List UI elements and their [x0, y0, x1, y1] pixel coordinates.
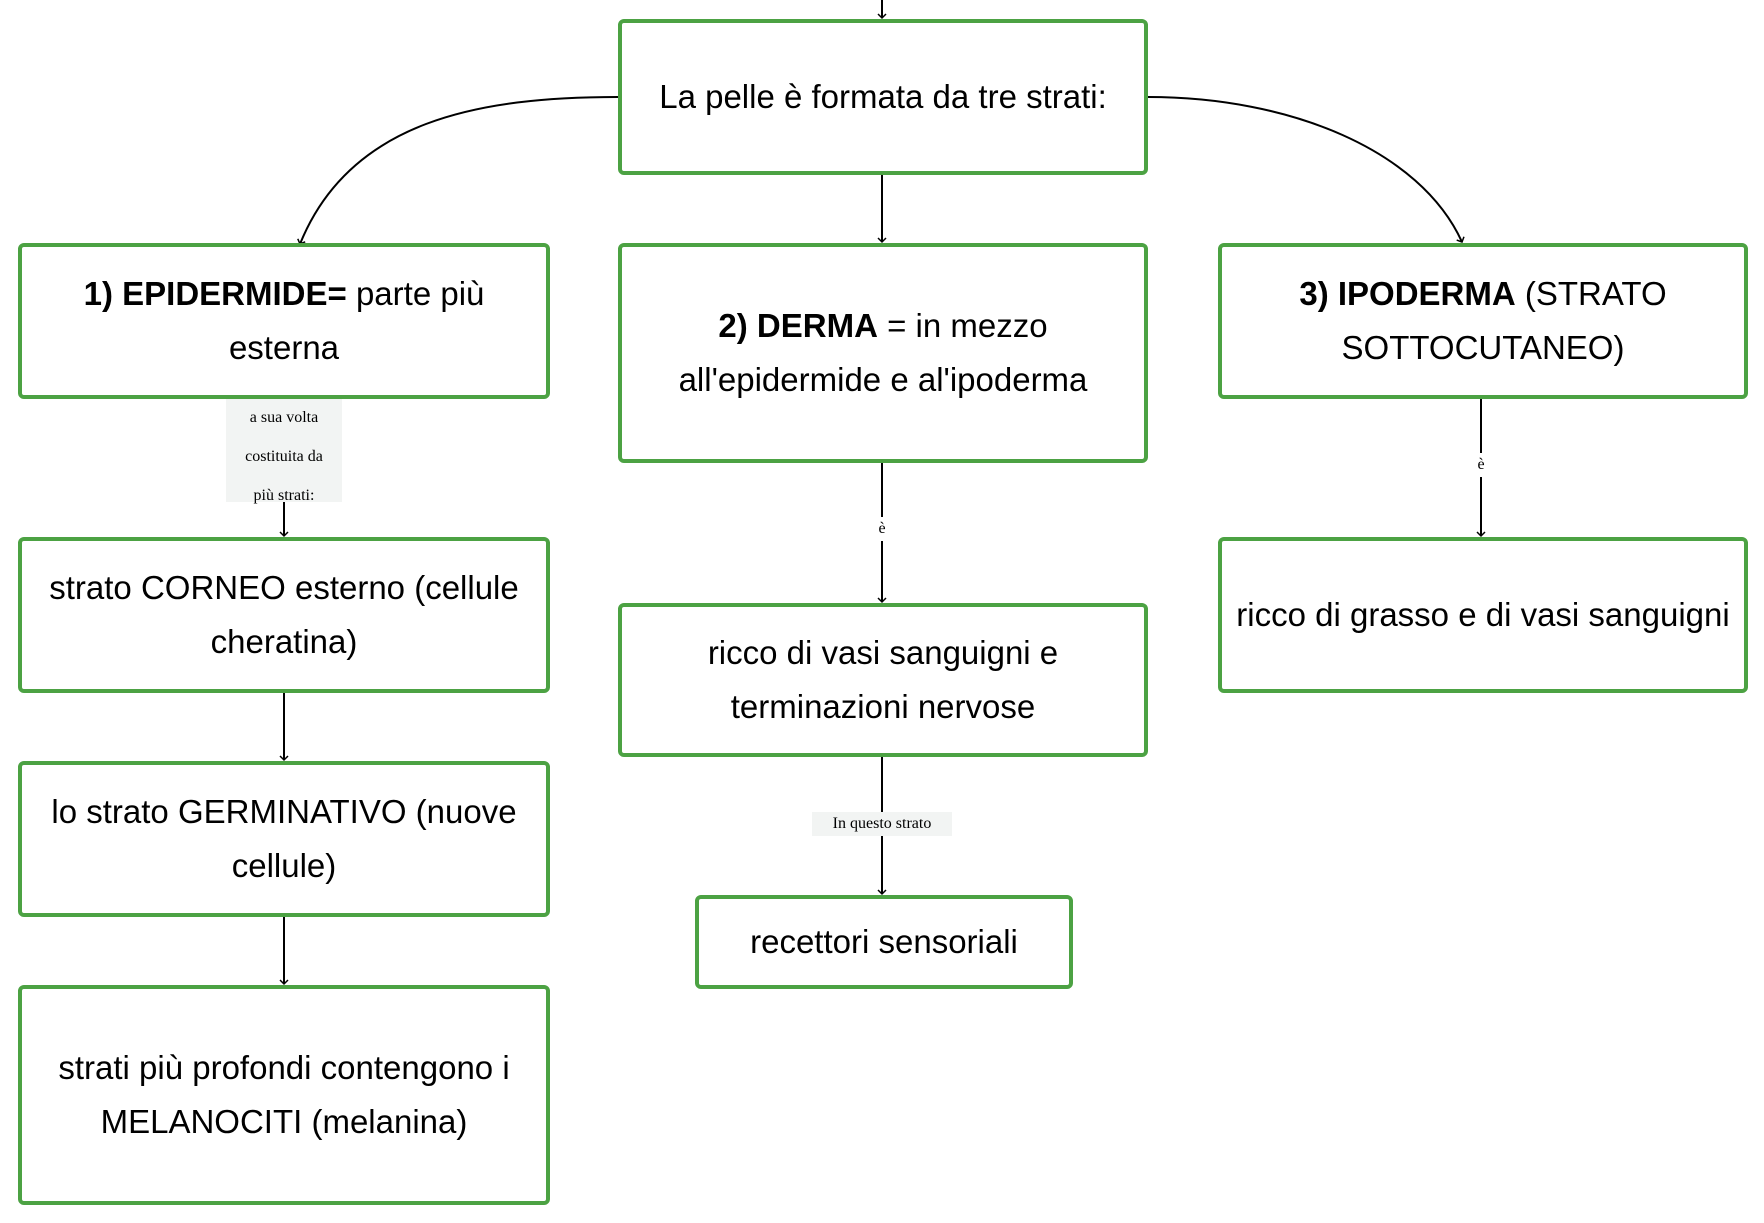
- node-derma-ricco-text: ricco di vasi sanguigni e terminazioni n…: [707, 634, 1059, 725]
- node-derma-ricco[interactable]: ricco di vasi sanguigni e terminazioni n…: [618, 603, 1148, 757]
- edge-label-in-questo-strato: In questo strato: [812, 812, 952, 836]
- node-epidermide-text: 1) EPIDERMIDE= parte più esterna: [83, 275, 485, 366]
- edge-label-derma-e: è: [873, 517, 891, 541]
- node-recettori[interactable]: recettori sensoriali: [695, 895, 1073, 989]
- node-root[interactable]: La pelle è formata da tre strati:: [618, 19, 1148, 175]
- node-derma[interactable]: 2) DERMA = in mezzo all'epidermide e al'…: [618, 243, 1148, 463]
- node-ipoderma-ricco[interactable]: ricco di grasso e di vasi sanguigni: [1218, 537, 1748, 693]
- node-corneo-text: strato CORNEO esterno (cellule cheratina…: [49, 569, 519, 660]
- edge-label-costituita: a sua volta costituita da più strati:: [226, 398, 342, 504]
- node-ipoderma-text: 3) IPODERMA (STRATO SOTTOCUTANEO): [1299, 275, 1667, 366]
- node-profondi[interactable]: strati più profondi contengono i MELANOC…: [18, 985, 550, 1205]
- node-germinativo-text: lo strato GERMINATIVO (nuove cellule): [51, 793, 517, 884]
- node-germinativo[interactable]: lo strato GERMINATIVO (nuove cellule): [18, 761, 550, 917]
- node-derma-text: 2) DERMA = in mezzo all'epidermide e al'…: [678, 307, 1088, 398]
- node-recettori-text: recettori sensoriali: [750, 923, 1018, 960]
- node-epidermide[interactable]: 1) EPIDERMIDE= parte più esterna: [18, 243, 550, 399]
- node-ipoderma-ricco-text: ricco di grasso e di vasi sanguigni: [1236, 596, 1730, 633]
- edge-label-ipoderma-e: è: [1472, 453, 1490, 477]
- edge-root-ipoderma: [1147, 96, 1465, 243]
- node-profondi-text: strati più profondi contengono i MELANOC…: [58, 1049, 510, 1140]
- edge-root-epidermide: [297, 96, 619, 245]
- node-root-text: La pelle è formata da tre strati:: [659, 78, 1107, 115]
- node-corneo[interactable]: strato CORNEO esterno (cellule cheratina…: [18, 537, 550, 693]
- node-ipoderma[interactable]: 3) IPODERMA (STRATO SOTTOCUTANEO): [1218, 243, 1748, 399]
